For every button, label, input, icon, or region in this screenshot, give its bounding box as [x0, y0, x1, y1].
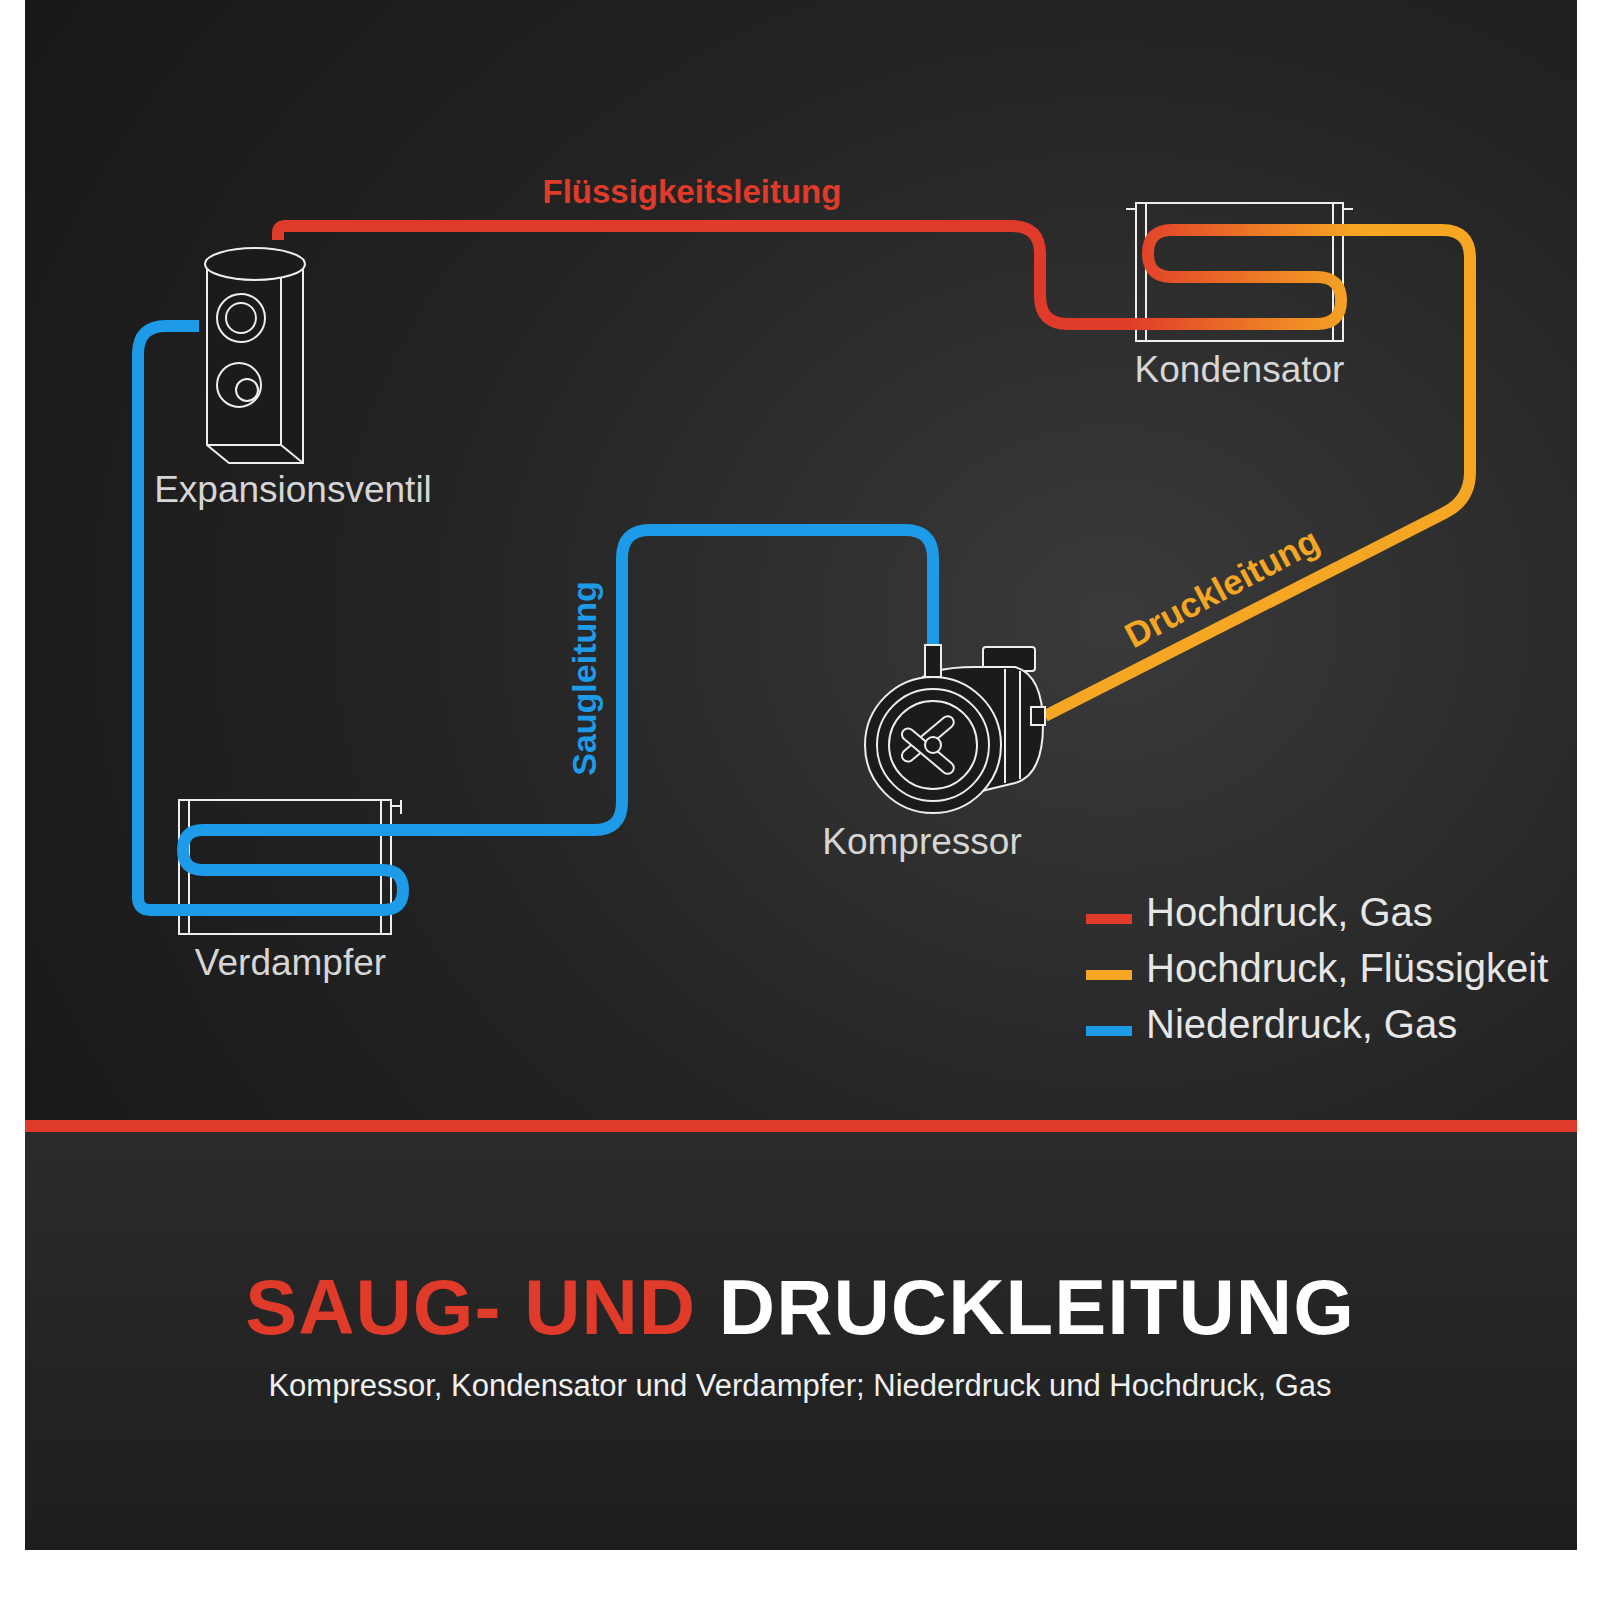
- evaporator: Verdampfer: [163, 796, 418, 938]
- compressor: Kompressor: [855, 645, 1045, 817]
- refrigerant-line: [278, 226, 1122, 324]
- component-label: Kondensator: [1135, 349, 1345, 391]
- component-label: Verdampfer: [195, 942, 386, 984]
- legend-row: Niederdruck, Gas: [1086, 1002, 1457, 1047]
- legend-swatch: [1086, 1026, 1132, 1036]
- legend-text: Niederdruck, Gas: [1146, 1002, 1457, 1047]
- refrigerant-line: [418, 530, 933, 830]
- component-label: Expansionsventil: [154, 469, 432, 511]
- line-label: Flüssigkeitsleitung: [543, 173, 842, 211]
- legend-swatch: [1086, 970, 1132, 980]
- evaporator-icon: [163, 796, 418, 938]
- compressor-icon: [855, 645, 1045, 817]
- caption-row: Kompressor, Kondensator und Verdampfer; …: [0, 1368, 1600, 1404]
- line-label: Saugleitung: [564, 581, 603, 776]
- title: SAUG- UND DRUCKLEITUNG: [245, 1263, 1355, 1351]
- refrigerant-line: [1045, 230, 1470, 716]
- legend-row: Hochdruck, Flüssigkeit: [1086, 946, 1548, 991]
- divider-bar: [25, 1120, 1577, 1132]
- condenser: Kondensator: [1122, 199, 1357, 345]
- condenser-icon: [1122, 199, 1357, 345]
- legend-swatch: [1086, 914, 1132, 924]
- expansion-valve: Expansionsventil: [199, 240, 311, 465]
- legend-text: Hochdruck, Gas: [1146, 890, 1433, 935]
- component-label: Kompressor: [822, 821, 1021, 863]
- legend-text: Hochdruck, Flüssigkeit: [1146, 946, 1548, 991]
- legend-row: Hochdruck, Gas: [1086, 890, 1433, 935]
- title-row: SAUG- UND DRUCKLEITUNG: [0, 1262, 1600, 1353]
- expansion-valve-icon: [199, 240, 311, 465]
- caption: Kompressor, Kondensator und Verdampfer; …: [268, 1368, 1331, 1403]
